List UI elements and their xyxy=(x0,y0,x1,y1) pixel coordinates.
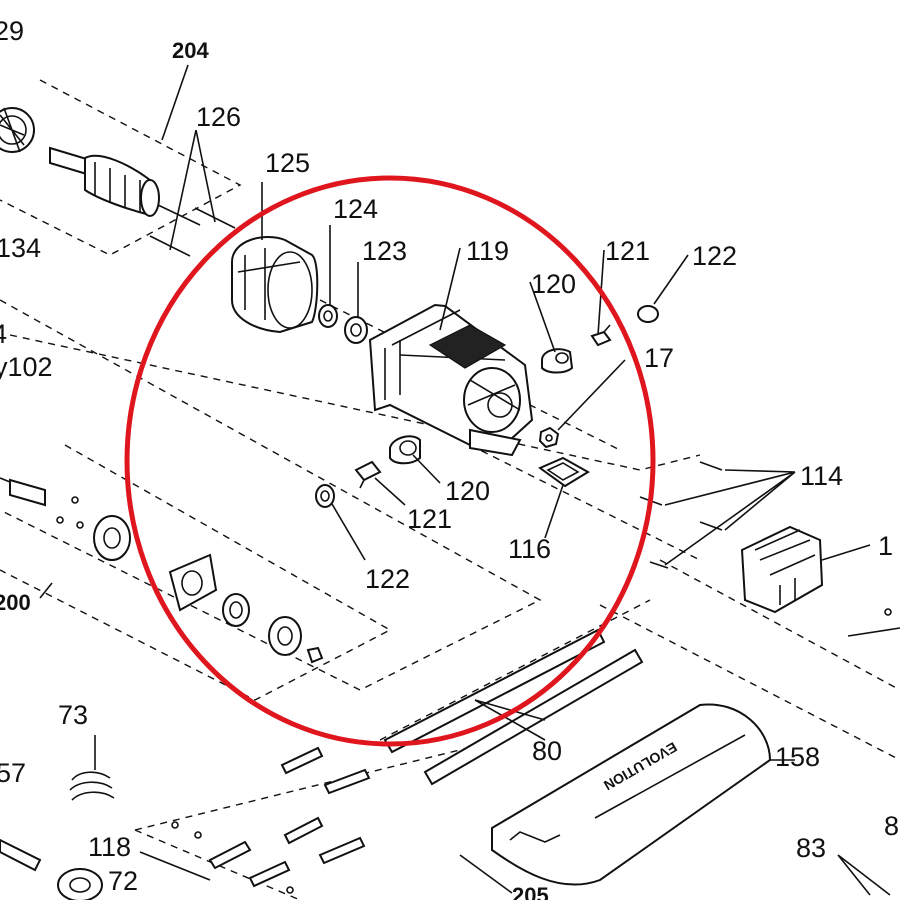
rods-80 xyxy=(383,628,644,786)
label-73: 73 xyxy=(58,700,88,730)
plate-116 xyxy=(537,456,590,488)
pin-126 xyxy=(149,207,236,257)
label-80: 80 xyxy=(532,736,562,766)
label-126: 126 xyxy=(196,102,241,132)
cap-122b xyxy=(315,484,335,508)
highlight-circle xyxy=(124,175,656,747)
label-116: 116 xyxy=(508,534,551,564)
field-housing-125 xyxy=(231,236,319,334)
label-122-top: 122 xyxy=(692,241,737,271)
label-121-top: 121 xyxy=(605,236,650,266)
top-cover-158 xyxy=(491,703,772,886)
label-120-bottom: 120 xyxy=(445,476,490,506)
gearbox-assembly-200 xyxy=(0,477,324,664)
label-83: 83 xyxy=(796,833,826,863)
bearing-123 xyxy=(344,316,368,344)
label-57: 57 xyxy=(0,758,26,788)
label-8: 8 xyxy=(884,811,899,841)
callout-labels: 29 204 126 125 124 123 119 121 122 120 1… xyxy=(0,16,899,900)
label-y102: y102 xyxy=(0,352,53,382)
leader-lines xyxy=(39,64,891,896)
brush-holder-120a xyxy=(541,348,574,374)
end-cover-1 xyxy=(740,525,824,614)
brush-holder-120b xyxy=(389,435,421,465)
label-204: 204 xyxy=(172,38,209,63)
label-121-bottom: 121 xyxy=(407,504,452,534)
label-1: 1 xyxy=(878,531,893,561)
cap-122a xyxy=(637,305,659,323)
brush-set xyxy=(171,746,371,894)
label-124: 124 xyxy=(333,194,378,224)
label-205: 205 xyxy=(512,883,549,900)
washer-124 xyxy=(318,304,338,328)
label-72: 72 xyxy=(108,866,138,896)
armature-assembly xyxy=(0,107,201,226)
label-118: 118 xyxy=(88,832,131,862)
spring-73 xyxy=(69,735,115,801)
label-120-top: 120 xyxy=(531,269,576,299)
label-134: 134 xyxy=(0,233,41,263)
label-114: 114 xyxy=(800,461,843,491)
screws-114 xyxy=(639,461,723,569)
label-122-bottom: 122 xyxy=(365,564,410,594)
label-29: 29 xyxy=(0,16,24,46)
brush-121a xyxy=(590,324,612,347)
label-119: 119 xyxy=(466,236,509,266)
screws-right xyxy=(847,608,900,637)
nut-17 xyxy=(538,426,560,449)
motor-housing-119 xyxy=(368,303,534,457)
label-17: 17 xyxy=(644,343,674,373)
label-123: 123 xyxy=(362,236,407,266)
lower-left-parts xyxy=(0,838,103,900)
label-200: 200 xyxy=(0,590,31,615)
label-158: 158 xyxy=(775,742,820,772)
brush-121b xyxy=(354,460,382,489)
label-4: 4 xyxy=(0,319,7,349)
label-125: 125 xyxy=(265,148,310,178)
